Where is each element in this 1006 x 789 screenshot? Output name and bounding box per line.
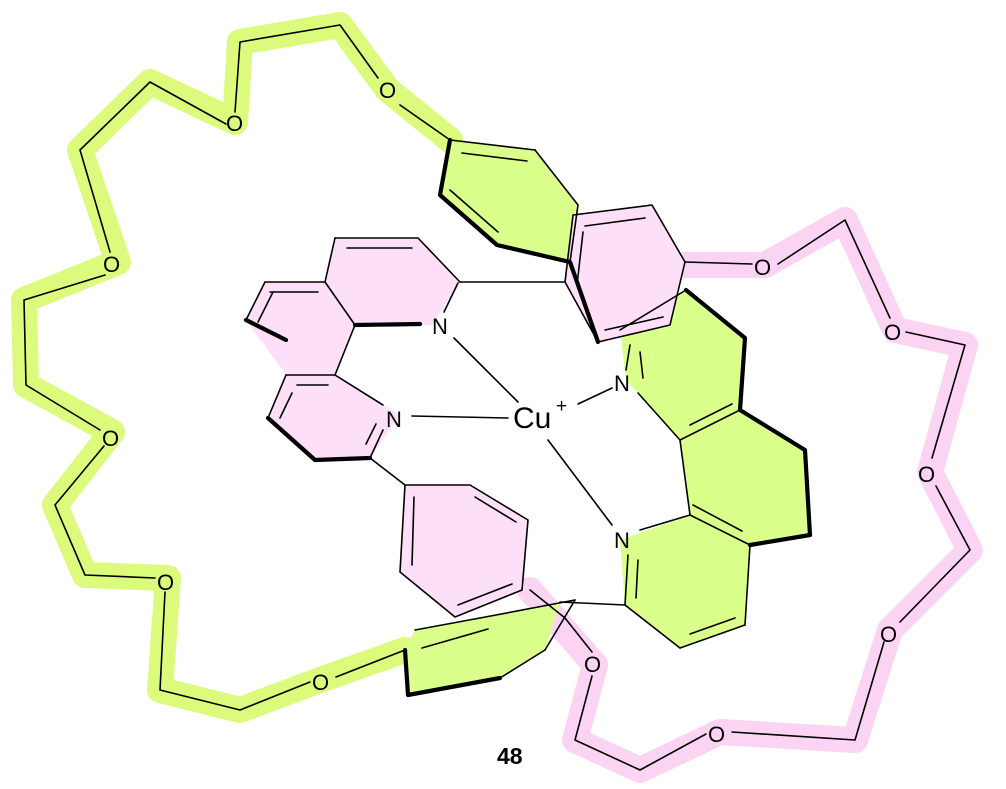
copper-atom-label: Cu xyxy=(513,402,551,435)
bold-bonds xyxy=(243,137,813,698)
pink-phenyl-rings xyxy=(400,205,685,617)
oxygen-atom-label: O xyxy=(379,78,396,103)
green-phenanthroline-rings xyxy=(620,290,810,648)
oxygen-atom-label: O xyxy=(880,622,897,647)
copper-center: Cu + xyxy=(513,396,567,435)
compound-number-label: 48 xyxy=(497,743,523,769)
oxygen-atom-label: O xyxy=(157,570,174,595)
nitrogen-atom-label: N xyxy=(614,371,630,396)
oxygen-atom-label: O xyxy=(312,670,329,695)
nitrogen-atom-label: N xyxy=(386,407,402,432)
oxygen-atom-label: O xyxy=(102,426,119,451)
nitrogen-atom-label: N xyxy=(614,528,630,553)
copper-charge-label: + xyxy=(556,396,567,417)
oxygen-atom-label: O xyxy=(754,255,771,280)
oxygen-atom-label: O xyxy=(918,462,935,487)
atom-labels: N N N N O O O O O O O O O O O O xyxy=(102,78,935,747)
pink-phenanthroline-rings xyxy=(246,238,460,460)
oxygen-atom-label: O xyxy=(103,252,120,277)
nitrogen-atom-label: N xyxy=(432,314,448,339)
oxygen-atom-label: O xyxy=(584,652,601,677)
oxygen-atom-label: O xyxy=(708,722,725,747)
oxygen-atom-label: O xyxy=(884,320,901,345)
oxygen-atom-label: O xyxy=(226,111,243,136)
single-bonds xyxy=(23,24,971,771)
